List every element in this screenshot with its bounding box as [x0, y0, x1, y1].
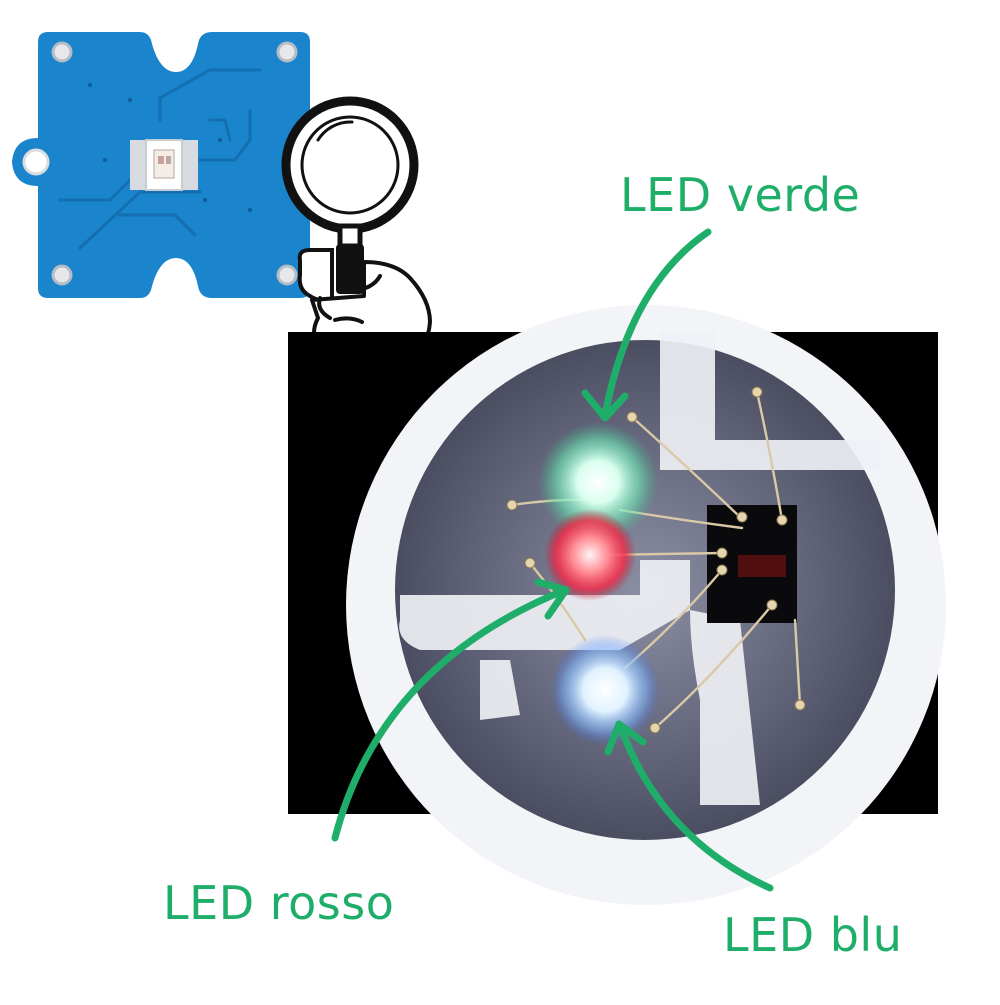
mount-hole — [22, 148, 50, 176]
magnifier-icon — [281, 96, 419, 294]
arrow-green-led — [581, 228, 712, 422]
rgb-led-package — [130, 139, 198, 191]
green-led-glow — [538, 422, 658, 542]
blue-led-glow — [550, 635, 660, 745]
arrow-red-led — [331, 578, 570, 842]
pcb-board — [12, 32, 310, 298]
screw-hole — [276, 264, 298, 286]
red-led-glow — [544, 509, 636, 601]
led-macro-photo — [288, 305, 946, 905]
screw-hole — [51, 264, 73, 286]
label-blue-led: LED blu — [723, 908, 903, 962]
label-green-led: LED verde — [620, 168, 861, 222]
screw-hole — [276, 41, 298, 63]
arrow-blue-led — [604, 720, 774, 892]
screw-hole — [51, 41, 73, 63]
label-red-led: LED rosso — [163, 876, 395, 930]
